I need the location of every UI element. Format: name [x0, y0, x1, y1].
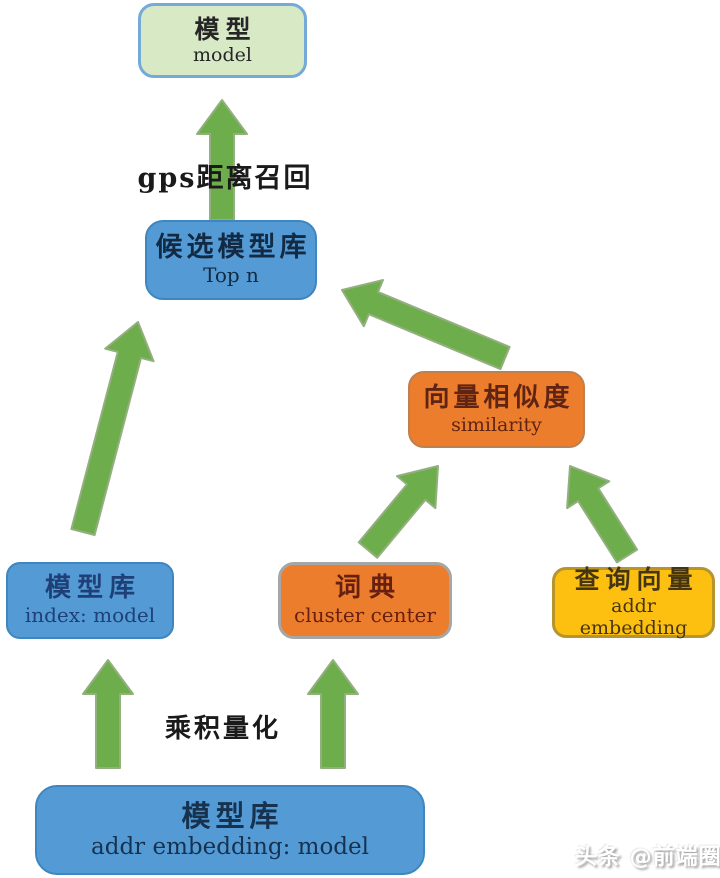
node-vector-similarity: 向量相似度 similarity	[408, 371, 585, 448]
arrow-query-vector-to-similarity-icon	[566, 465, 639, 564]
node-similarity-subtitle: similarity	[451, 413, 542, 436]
node-index-store-subtitle: index: model	[24, 603, 156, 628]
arrow-index-store-to-candidate-icon	[70, 321, 155, 536]
node-model: 模型 model	[138, 3, 307, 78]
edge-label-gps-recall: gps距离召回	[137, 163, 313, 194]
node-index-store-title: 模型库	[44, 573, 141, 604]
node-candidate-model-store: 候选模型库 Top n	[145, 220, 317, 300]
node-query-vector: 查询向量 addr embedding	[552, 565, 715, 640]
node-query-vector-subtitle: addr embedding	[579, 594, 688, 640]
node-dictionary-title: 词典	[334, 573, 403, 604]
watermark: 头条 @前端圈	[575, 845, 720, 870]
node-candidate-title: 候选模型库	[155, 232, 311, 264]
edge-label-product-quantization: 乘积量化	[164, 714, 281, 744]
arrow-candidate-to-model-icon	[196, 99, 248, 221]
arrow-embedding-store-to-index-store-icon	[82, 659, 134, 769]
node-dictionary: 词典 cluster center	[278, 562, 452, 639]
node-query-vector-title: 查询向量	[574, 565, 699, 595]
node-candidate-subtitle: Top n	[203, 263, 259, 288]
arrow-embedding-store-to-dictionary-icon	[307, 659, 359, 769]
node-index-model-store: 模型库 index: model	[6, 562, 174, 639]
node-dictionary-subtitle: cluster center	[294, 603, 436, 628]
node-embedding-store-subtitle: addr embedding: model	[91, 833, 369, 860]
arrow-dictionary-to-similarity-icon	[357, 465, 439, 559]
node-similarity-title: 向量相似度	[423, 382, 574, 413]
node-embedding-store-title: 模型库	[181, 799, 284, 834]
node-model-subtitle: model	[193, 44, 252, 67]
arrow-similarity-to-candidate-icon	[341, 279, 511, 371]
node-model-title: 模型	[194, 14, 257, 44]
node-embedding-model-store: 模型库 addr embedding: model	[35, 785, 425, 875]
